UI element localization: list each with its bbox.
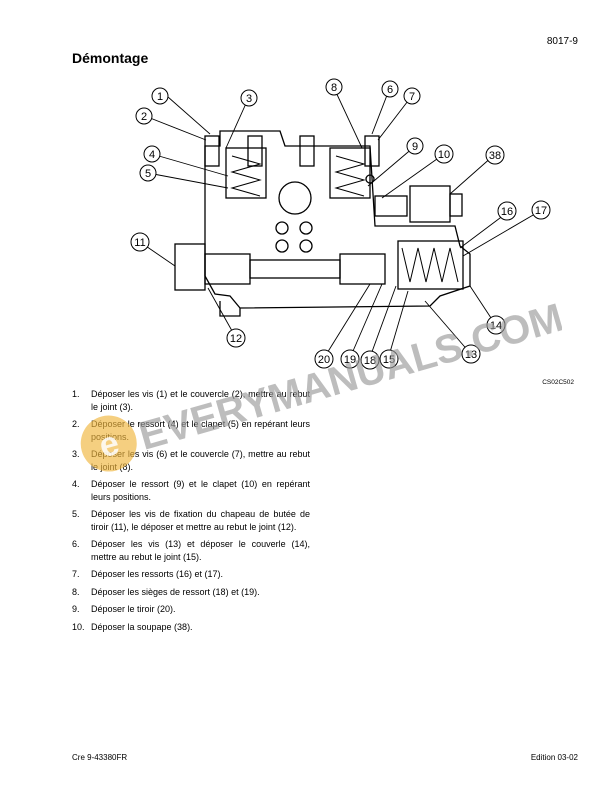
callout-38: 38	[485, 145, 505, 165]
svg-text:19: 19	[344, 354, 356, 366]
callout-17: 17	[531, 200, 551, 220]
callout-16: 16	[497, 201, 517, 221]
step-item: 6.Déposer les vis (13) et déposer le cou…	[72, 539, 310, 562]
step-item: 1.Déposer les vis (1) et le couvercle (2…	[72, 389, 310, 412]
callout-9: 9	[406, 137, 424, 155]
svg-text:38: 38	[489, 150, 501, 162]
disassembly-steps: 1.Déposer les vis (1) et le couvercle (2…	[72, 388, 310, 638]
step-item: 10.Déposer la soupape (38).	[72, 621, 193, 632]
svg-text:6: 6	[387, 84, 393, 96]
svg-text:14: 14	[490, 320, 502, 332]
callout-20: 20	[314, 349, 334, 369]
step-item: 3.Déposer les vis (6) et le couvercle (7…	[72, 449, 310, 472]
svg-text:17: 17	[535, 205, 547, 217]
step-item: 4.Déposer le ressort (9) et le clapet (1…	[72, 479, 310, 502]
valve-exploded-diagram: 1 2 3 4 5 8 6 7 9 10 38 16 17 11 12 14 1…	[120, 76, 560, 376]
callout-14: 14	[486, 315, 506, 335]
callout-2: 2	[135, 107, 153, 125]
callout-5: 5	[139, 164, 157, 182]
callout-3: 3	[240, 89, 258, 107]
step-item: 8.Déposer les sièges de ressort (18) et …	[72, 586, 260, 597]
svg-text:9: 9	[412, 141, 418, 153]
callout-18: 18	[360, 350, 380, 370]
page-number: 8017-9	[546, 36, 578, 47]
svg-text:10: 10	[438, 149, 450, 161]
svg-text:7: 7	[409, 91, 415, 103]
footer-edition: Edition 03-02	[530, 753, 578, 762]
step-item: 2.Déposer le ressort (4) et le clapet (5…	[72, 419, 310, 442]
svg-text:12: 12	[230, 333, 242, 345]
figure-code: CS02C502	[542, 379, 574, 386]
callout-15: 15	[379, 349, 399, 369]
callout-4: 4	[143, 145, 161, 163]
step-item: 9.Déposer le tiroir (20).	[72, 604, 176, 614]
step-item: 7.Déposer les ressorts (16) et (17).	[72, 569, 224, 579]
svg-text:4: 4	[149, 149, 155, 161]
callout-13: 13	[461, 344, 481, 364]
svg-text:20: 20	[318, 354, 330, 366]
svg-text:3: 3	[246, 93, 252, 105]
footer-doc-code: Cre 9-43380FR	[72, 753, 128, 762]
svg-text:2: 2	[141, 111, 147, 123]
callout-1: 1	[151, 87, 169, 105]
callout-7: 7	[403, 87, 421, 105]
callout-8: 8	[325, 78, 343, 96]
section-title: Démontage	[72, 50, 149, 66]
step-item: 5.Déposer les vis de fixation du chapeau…	[72, 509, 310, 532]
svg-text:1: 1	[157, 91, 163, 103]
callout-10: 10	[434, 144, 454, 164]
valve-body	[204, 130, 471, 309]
callout-11: 11	[130, 232, 150, 252]
svg-text:16: 16	[501, 206, 513, 218]
callout-19: 19	[340, 349, 360, 369]
svg-text:5: 5	[145, 168, 151, 180]
svg-text:15: 15	[383, 354, 395, 366]
callout-6: 6	[381, 80, 399, 98]
callout-12: 12	[226, 328, 246, 348]
svg-text:11: 11	[134, 237, 145, 249]
svg-text:18: 18	[364, 355, 376, 367]
svg-text:8: 8	[331, 82, 337, 94]
svg-text:13: 13	[465, 349, 477, 361]
